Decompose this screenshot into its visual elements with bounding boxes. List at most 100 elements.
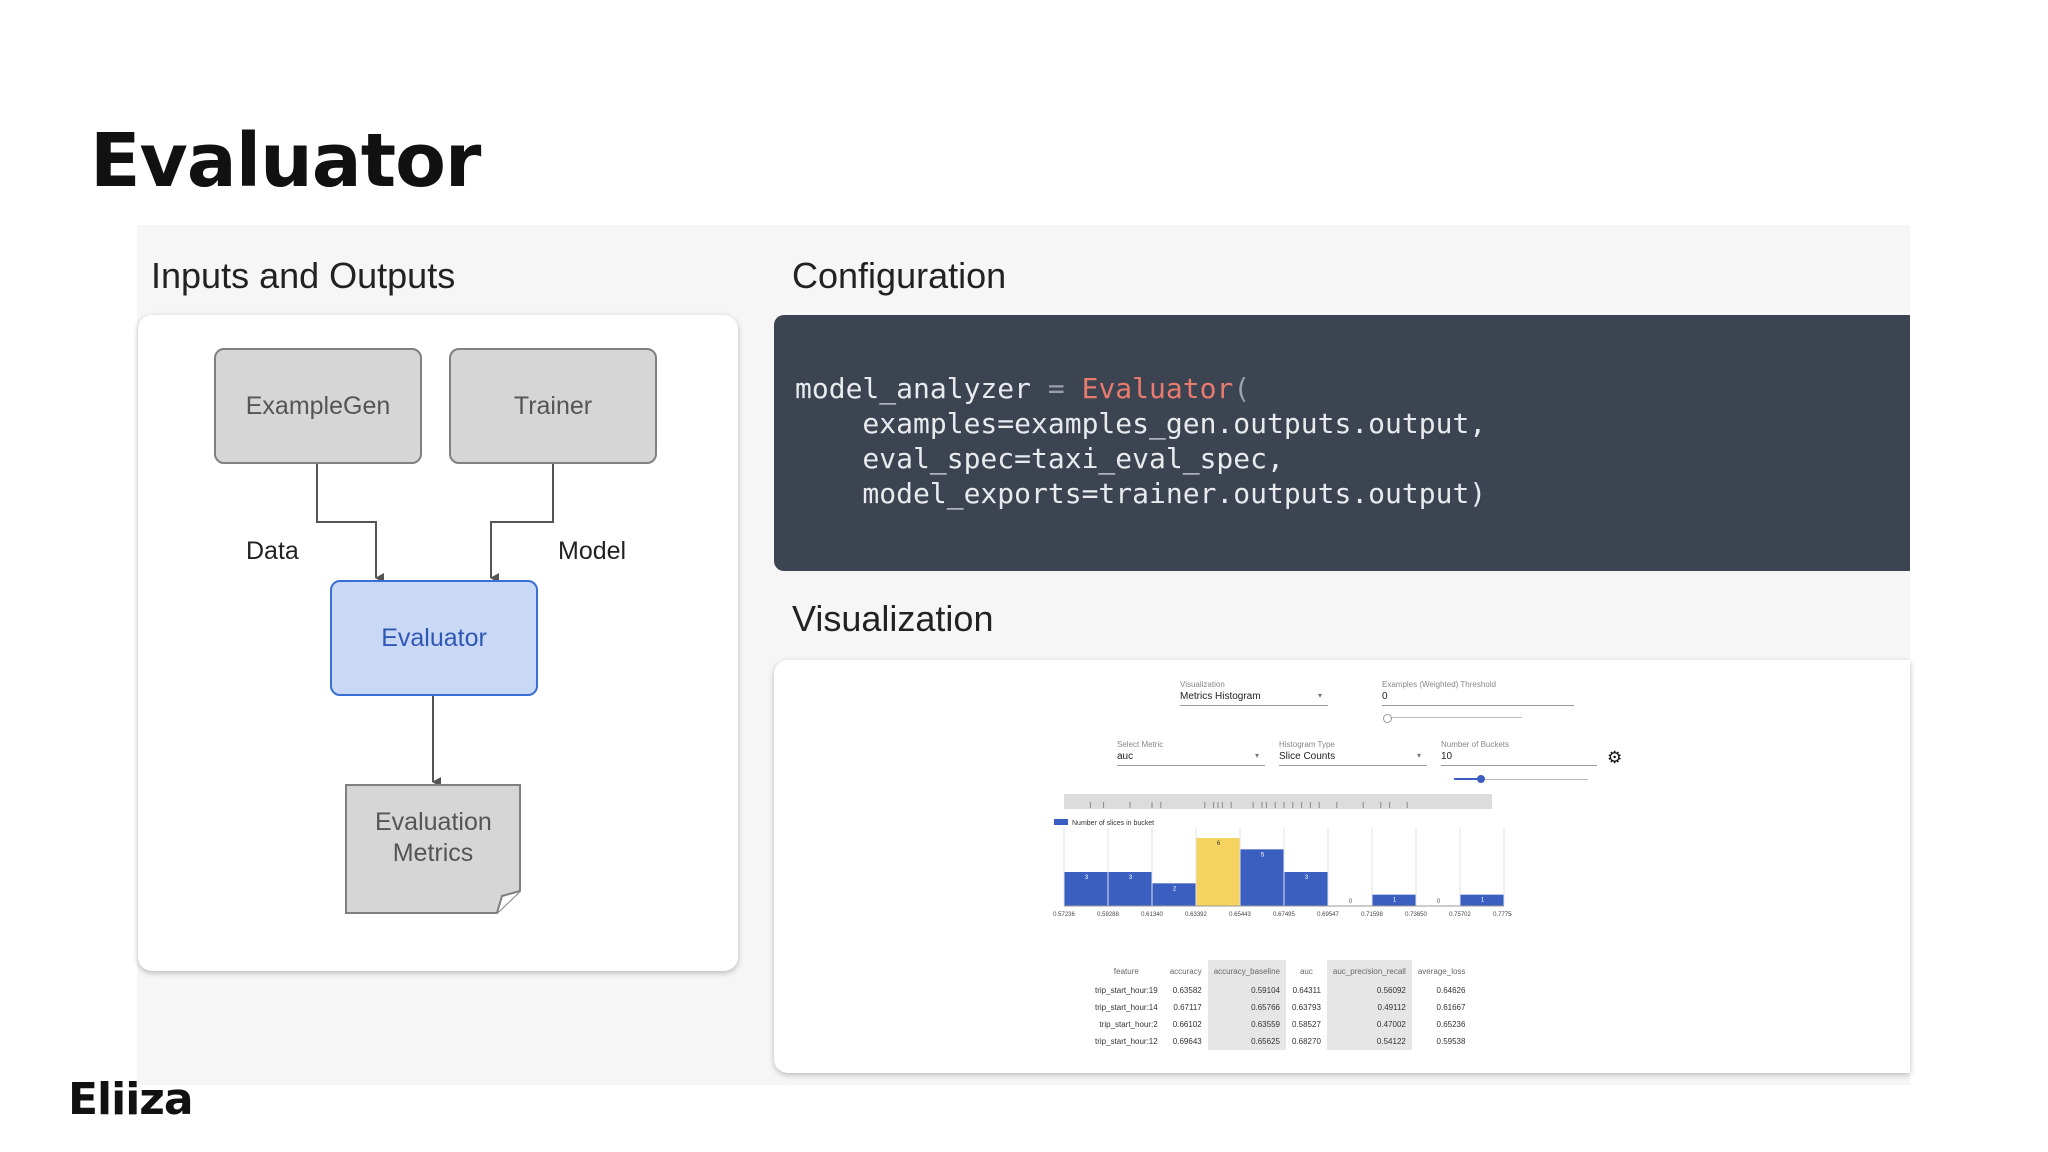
table-cell: 0.67117 [1173, 1003, 1202, 1012]
table-cell: 0.47002 [1326, 1016, 1412, 1033]
model-edge-label: Model [558, 537, 627, 565]
x-tick-label: 0.75702 [1449, 912, 1471, 918]
table-cell: trip_start_hour:12 [1095, 1037, 1158, 1046]
table-cell: 0.65236 [1436, 1020, 1466, 1029]
code-class: Evaluator [1081, 372, 1234, 405]
table-header[interactable]: average_loss [1417, 966, 1466, 976]
x-tick-label: 0.71598 [1361, 912, 1383, 918]
table-row[interactable]: trip_start_hour:12 0.69643 0.65625 0.682… [1089, 1033, 1471, 1050]
table-cell: 0.59104 [1207, 982, 1286, 999]
table-cell: 0.56092 [1326, 982, 1412, 999]
table-header[interactable]: auc_precision_recall [1326, 960, 1412, 982]
bar-value-label: 3 [1129, 875, 1133, 881]
table-header[interactable]: accuracy_baseline [1207, 960, 1286, 982]
table-cell: 0.69643 [1172, 1037, 1202, 1046]
table-header-row: feature accuracy accuracy_baseline auc a… [1089, 960, 1471, 982]
bar-value-label: 0 [1349, 899, 1353, 905]
slice-distribution-strip [1064, 794, 1492, 809]
x-tick-label: 0.73650 [1405, 912, 1427, 918]
visualization-title: Visualization [792, 598, 994, 639]
bar-value-label: 6 [1217, 841, 1221, 847]
bar-value-label: 3 [1305, 875, 1309, 881]
threshold-slider-handle[interactable] [1383, 714, 1392, 723]
code-line-2: examples=examples_gen.outputs.output, [795, 407, 1487, 440]
evaluation-metrics-label: Evaluation Metrics [375, 808, 492, 867]
brand-logo: Eliiza [68, 1074, 194, 1125]
x-tick-label: 0.77754 [1493, 912, 1512, 918]
histogram-type-select[interactable]: Slice Counts ▾ [1279, 751, 1427, 766]
table-header[interactable]: auc [1299, 966, 1313, 976]
code-operator: = [1031, 372, 1082, 405]
bar-value-label: 3 [1085, 875, 1089, 881]
histogram-type-label: Histogram Type [1279, 740, 1335, 749]
table-cell: trip_start_hour:19 [1095, 986, 1158, 995]
inputs-outputs-title: Inputs and Outputs [151, 255, 456, 296]
visualization-select-value: Metrics Histogram [1180, 691, 1261, 702]
inputs-outputs-card: ExampleGen Trainer Data Model Evaluator … [138, 315, 738, 971]
buckets-label: Number of Buckets [1441, 740, 1510, 749]
histogram-bar [1460, 894, 1504, 906]
x-tick-label: 0.59288 [1097, 912, 1119, 918]
table-cell: 0.54122 [1326, 1033, 1412, 1050]
visualization-select[interactable]: Metrics Histogram ▾ [1180, 691, 1328, 706]
gear-icon[interactable]: ⚙ [1607, 748, 1623, 767]
evaluation-metrics-node [345, 784, 521, 914]
code-block: model_analyzer = Evaluator( examples=exa… [774, 315, 1910, 571]
chevron-down-icon: ▾ [1317, 691, 1322, 700]
code-line-3: eval_spec=taxi_eval_spec, [795, 442, 1284, 475]
bar-value-label: 0 [1437, 899, 1441, 905]
table-cell: trip_start_hour:14 [1095, 1003, 1158, 1012]
histogram-bar [1152, 883, 1196, 906]
table-cell: 0.64311 [1292, 986, 1321, 995]
configuration-title: Configuration [792, 255, 1007, 296]
code-paren: ( [1233, 372, 1251, 405]
visualization-select-label: Visualization [1180, 680, 1225, 689]
model-arrow [490, 462, 554, 583]
chevron-down-icon: ▾ [1254, 751, 1259, 760]
x-tick-label: 0.63392 [1185, 912, 1207, 918]
metric-select-label: Select Metric [1117, 740, 1164, 749]
evaluator-node: Evaluator [330, 580, 538, 696]
examplegen-node: ExampleGen [214, 348, 422, 464]
table-header[interactable]: feature [1113, 966, 1139, 976]
bar-value-label: 1 [1393, 898, 1397, 904]
table-cell: 0.59538 [1436, 1037, 1466, 1046]
table-cell: 0.63793 [1291, 1003, 1321, 1012]
threshold-slider-track[interactable] [1386, 717, 1522, 718]
data-edge-label: Data [246, 537, 299, 565]
evaluator-label: Evaluator [381, 623, 487, 652]
table-row[interactable]: trip_start_hour:14 0.67117 0.65766 0.637… [1089, 999, 1471, 1016]
histogram-bar [1064, 872, 1108, 906]
x-tick-label: 0.65443 [1229, 912, 1251, 918]
histogram-bar [1284, 872, 1328, 906]
threshold-input[interactable]: 0 [1382, 691, 1574, 706]
table-row[interactable]: trip_start_hour:2 0.66102 0.63559 0.5852… [1089, 1016, 1471, 1033]
buckets-slider-handle[interactable] [1476, 775, 1485, 783]
table-cell: 0.49112 [1326, 999, 1412, 1016]
buckets-slider-track[interactable] [1454, 779, 1588, 780]
threshold-value: 0 [1382, 691, 1388, 702]
x-tick-label: 0.57236 [1053, 912, 1075, 918]
trainer-label: Trainer [513, 391, 593, 420]
buckets-input[interactable]: 10 [1441, 751, 1597, 766]
table-cell: 0.68270 [1291, 1037, 1321, 1046]
examplegen-label: ExampleGen [245, 391, 391, 420]
visualization-card: Visualization Metrics Histogram ▾ Exampl… [774, 660, 1910, 1073]
histogram-bar [1196, 838, 1240, 906]
table-cell: 0.64626 [1436, 986, 1466, 995]
table-cell: trip_start_hour:2 [1099, 1020, 1158, 1029]
legend-label: Number of slices in bucket [1072, 820, 1154, 827]
code-text: model_analyzer = Evaluator( examples=exa… [795, 371, 1486, 511]
metric-select-value: auc [1117, 751, 1134, 762]
table-row[interactable]: trip_start_hour:19 0.63582 0.59104 0.643… [1089, 982, 1471, 999]
legend-swatch [1054, 819, 1068, 825]
table-cell: 0.65625 [1207, 1033, 1286, 1050]
buckets-value: 10 [1441, 751, 1453, 762]
x-tick-label: 0.67495 [1273, 912, 1295, 918]
table-cell: 0.63559 [1207, 1016, 1286, 1033]
table-header[interactable]: accuracy [1169, 966, 1202, 976]
metrics-table: feature accuracy accuracy_baseline auc a… [1089, 960, 1471, 1050]
metric-select[interactable]: auc ▾ [1117, 751, 1265, 766]
table-cell: 0.66102 [1172, 1020, 1202, 1029]
